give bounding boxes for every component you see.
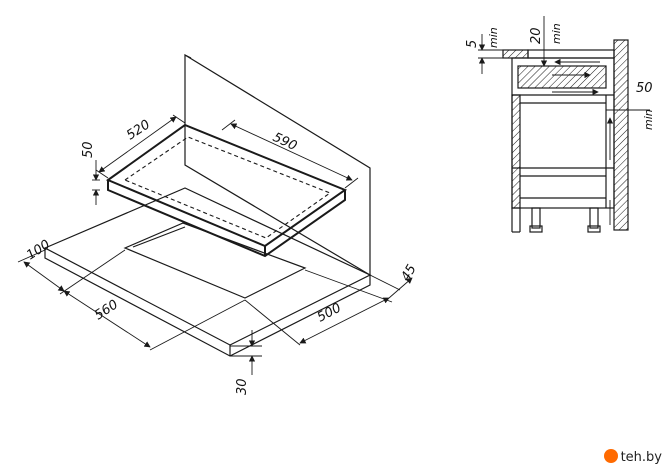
- dim-cutout-width: 560: [92, 297, 121, 323]
- countertop-section: [502, 49, 529, 59]
- isometric-view: 520 590 50 100 560 500 45: [17, 53, 420, 395]
- dim-hob-depth: 520: [124, 117, 153, 143]
- watermark-text: teh.by: [620, 450, 662, 465]
- dim-top-gap: 5: [465, 40, 480, 48]
- section-view: 5 min 20 min 50 min: [465, 16, 655, 233]
- countertop-cutout: [123, 222, 307, 299]
- hob-section: [517, 65, 607, 89]
- dim-upper-gap: 20: [529, 27, 544, 44]
- dim-upper-gap-unit: min: [550, 23, 563, 44]
- logo-dot-icon: [603, 449, 618, 463]
- dim-cutout-depth: 500: [315, 301, 344, 326]
- cabinet-foot-right: [589, 207, 599, 229]
- dim-side-gap: 50: [636, 81, 653, 96]
- dim-side-gap-unit: min: [642, 109, 655, 130]
- dim-hob-width: 590: [270, 130, 299, 154]
- watermark-logo: teh.by: [603, 449, 662, 465]
- dim-countertop-thickness: 30: [235, 378, 250, 395]
- dim-hob-height: 50: [81, 141, 96, 158]
- dim-top-gap-unit: min: [487, 27, 500, 48]
- cabinet-foot-left: [531, 207, 541, 229]
- hob-top: [105, 123, 348, 248]
- wall-section: [613, 39, 629, 231]
- back-wall: [184, 53, 371, 277]
- dim-wall-gap: 45: [398, 262, 419, 284]
